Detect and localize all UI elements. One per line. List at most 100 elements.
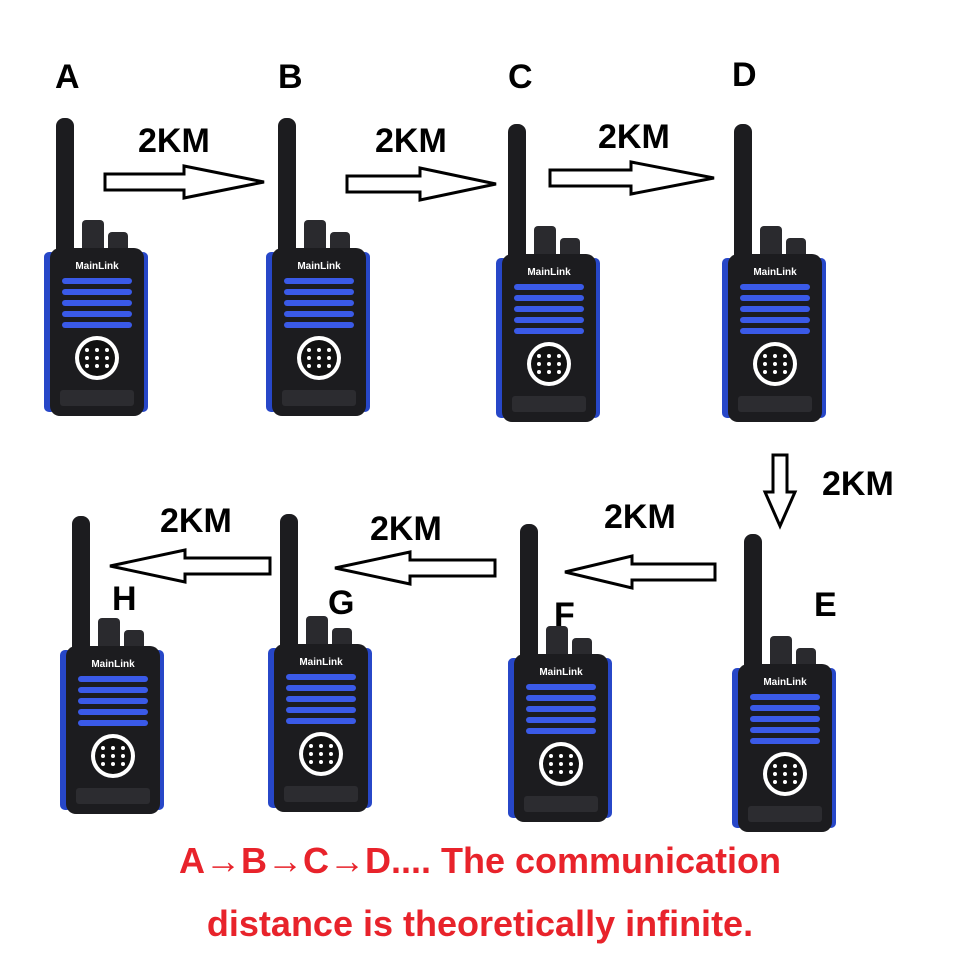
button-dot-icon [547,370,551,374]
button-dot-icon [121,762,125,766]
distance-label-f-g: 2KM [370,510,442,548]
node-label-a: A [55,58,80,96]
button-dot-icon [105,364,109,368]
button-dot-icon [549,762,553,766]
radio-g: MainLink [266,514,376,816]
brand-logo: MainLink [299,657,343,668]
button-dot-icon [307,364,311,368]
button-dot-icon [327,364,331,368]
arrow-c-to-d [548,160,715,196]
arrow-g-to-h [109,548,272,584]
button-dot-icon [763,370,767,374]
volume-knob-icon [760,226,782,260]
speaker-grille-bar [526,706,596,712]
speaker-grille-bar [526,684,596,690]
antenna [744,534,762,674]
speaker-grille-bar [284,289,354,295]
button-dot-icon [569,762,573,766]
distance-label-e-f: 2KM [604,498,676,536]
speaker-grille-bar [750,716,820,722]
bottom-plate [282,390,356,406]
button-dot-icon [537,354,541,358]
volume-knob-icon [82,220,104,254]
button-dot-icon [317,348,321,352]
bottom-plate [76,788,150,804]
button-dot-icon [319,744,323,748]
speaker-grille-bar [750,694,820,700]
button-dot-icon [537,370,541,374]
speaker-grille-bar [286,718,356,724]
bottom-plate [60,390,134,406]
volume-knob-icon [304,220,326,254]
button-dot-icon [95,348,99,352]
speaker-grille-bar [62,289,132,295]
volume-knob-icon [534,226,556,260]
radio-d: MainLink [720,124,830,424]
button-dot-icon [85,348,89,352]
button-dot-icon [763,362,767,366]
brand-logo: MainLink [91,659,135,670]
speaker-grille-bar [750,705,820,711]
button-dot-icon [783,370,787,374]
radio-c: MainLink [494,124,604,424]
button-dot-icon [327,356,331,360]
walkie-talkie-icon: MainLink [44,118,148,416]
button-dot-icon [793,764,797,768]
button-dot-icon [773,780,777,784]
walkie-talkie-icon: MainLink [496,124,600,422]
speaker-grille-bar [284,300,354,306]
button-dot-icon [327,348,331,352]
button-dot-icon [95,356,99,360]
button-dot-icon [557,362,561,366]
speaker-grille-bar [78,698,148,704]
bottom-plate [748,806,822,822]
button-dot-icon [763,354,767,358]
speaker-grille-bar [514,328,584,334]
button-dot-icon [783,764,787,768]
speaker-grille-bar [740,306,810,312]
button-dot-icon [773,370,777,374]
caption-line-2: distance is theoretically infinite. [206,903,754,944]
speaker-grille-bar [514,306,584,312]
speaker-grille-bar [78,720,148,726]
node-label-f: F [554,596,575,634]
speaker-grille-bar [514,317,584,323]
speaker-grille-bar [750,738,820,744]
button-dot-icon [569,754,573,758]
button-dot-icon [783,354,787,358]
arrow-b-to-c [345,166,497,202]
button-dot-icon [121,746,125,750]
button-dot-icon [111,762,115,766]
button-dot-icon [557,354,561,358]
volume-knob-icon [770,636,792,670]
button-dot-icon [317,364,321,368]
radio-h: MainLink [58,516,168,818]
speaker-grille-bar [526,695,596,701]
speaker-grille-bar [78,709,148,715]
button-dot-icon [547,354,551,358]
button-dot-icon [773,362,777,366]
node-label-e: E [814,586,837,624]
walkie-talkie-icon: MainLink [508,524,612,822]
speaker-grille-bar [514,295,584,301]
node-label-d: D [732,56,757,94]
walkie-talkie-icon: MainLink [732,534,836,832]
brand-logo: MainLink [75,261,119,272]
antenna [280,514,298,654]
speaker-grille-bar [62,278,132,284]
volume-knob-icon [546,626,568,660]
button-dot-icon [773,354,777,358]
speaker-grille-bar [284,278,354,284]
volume-knob-icon [98,618,120,652]
button-dot-icon [309,760,313,764]
speaker-grille-bar [62,311,132,317]
speaker-grille-bar [750,727,820,733]
distance-label-g-h: 2KM [160,502,232,540]
node-label-c: C [508,58,533,96]
speaker-grille-bar [286,674,356,680]
bottom-plate [284,786,358,802]
radio-b: MainLink [264,118,374,420]
button-dot-icon [793,780,797,784]
radio-e: MainLink [730,534,840,834]
